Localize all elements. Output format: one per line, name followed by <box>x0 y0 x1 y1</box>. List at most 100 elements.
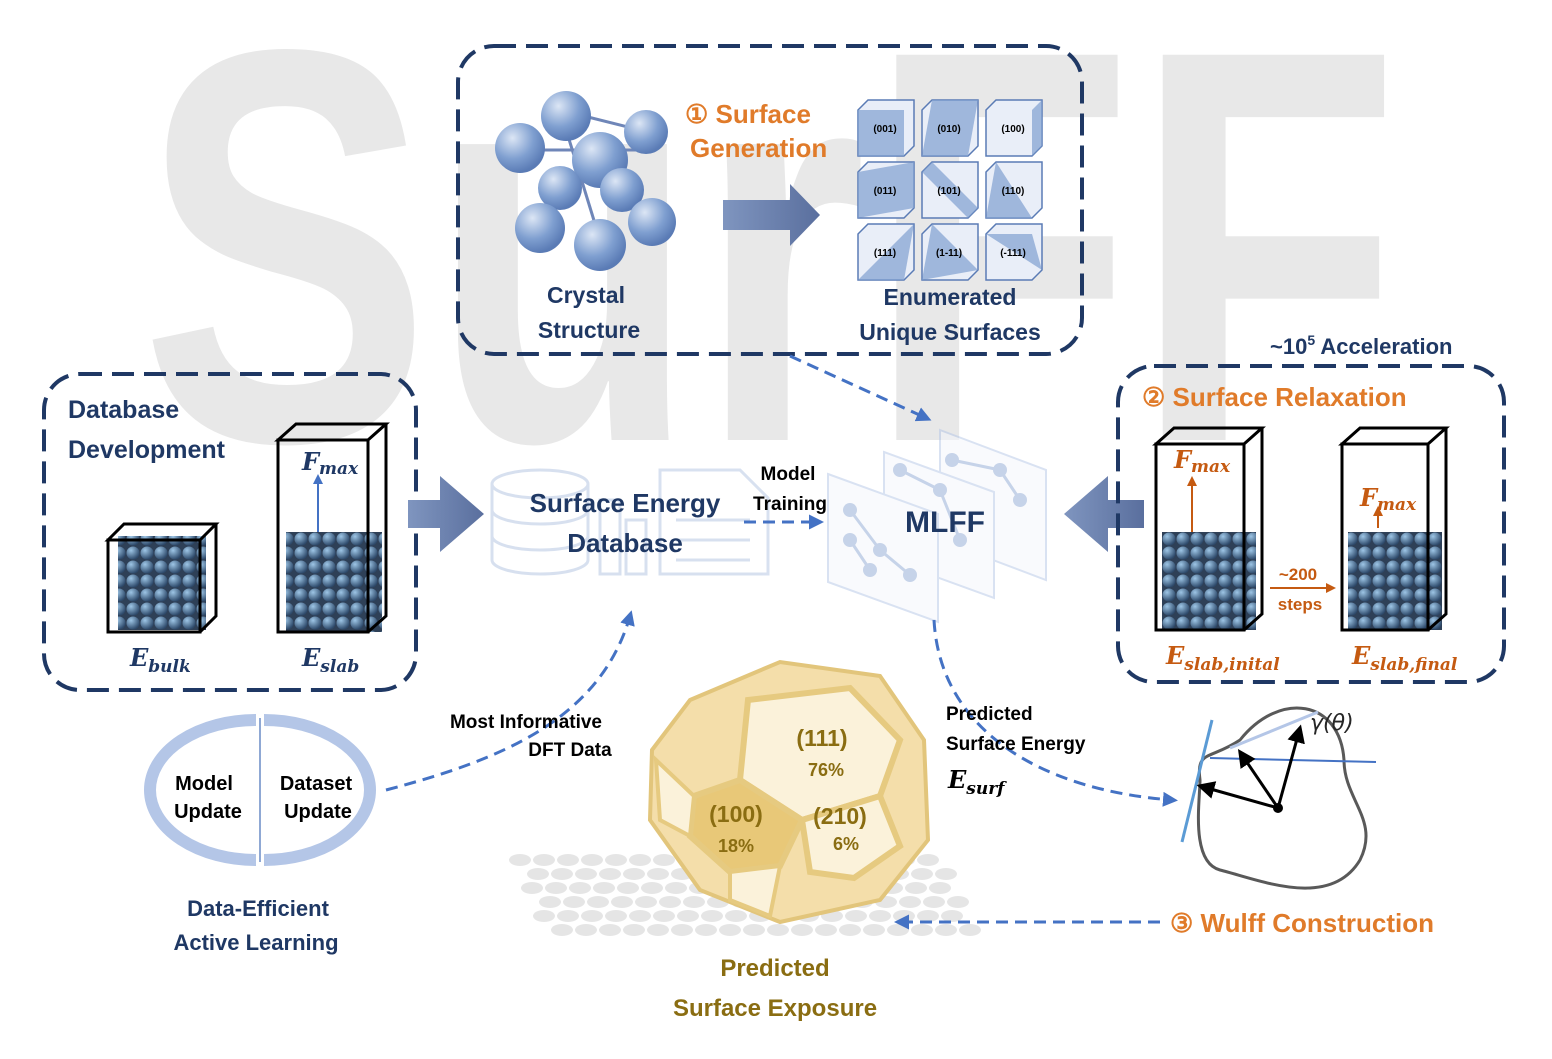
generation-to-mlff-arrow <box>789 354 932 422</box>
surface-cube: (001) <box>857 99 915 157</box>
substrate-atom <box>629 910 651 922</box>
substrate-atom <box>941 910 963 922</box>
substrate-atom <box>575 924 597 936</box>
final-slab-icon <box>1338 426 1450 632</box>
substrate-atom <box>815 924 837 936</box>
substrate-atom <box>575 868 597 880</box>
surface-generation-title-2: Generation <box>690 133 827 163</box>
substrate-atom <box>569 882 591 894</box>
substrate-atom <box>551 868 573 880</box>
facet-100-percent: 18% <box>718 836 754 856</box>
watermark-text: SurFF <box>140 0 1400 559</box>
database-development-title-2: Development <box>68 436 226 464</box>
mlff-network-icon <box>827 428 1047 624</box>
enumerated-label-1: Enumerated <box>884 284 1017 310</box>
crystal-structure-label-1: Crystal <box>547 282 625 308</box>
substrate-atom <box>911 924 933 936</box>
substrate-atom <box>935 924 957 936</box>
substrate-atom <box>887 924 909 936</box>
substrate-atom <box>653 854 675 866</box>
surface-cube: (-111) <box>985 223 1043 281</box>
active-learning-caption-2: Active Learning <box>173 930 338 955</box>
substrate-atom <box>683 896 705 908</box>
substrate-atom <box>605 910 627 922</box>
substrate-atom <box>635 896 657 908</box>
crystal-structure-icon <box>495 91 676 271</box>
substrate-atom <box>839 924 861 936</box>
miller-index-label: (100) <box>1001 124 1024 135</box>
substrate-atom <box>509 854 531 866</box>
e-surf-label: Esurf <box>947 765 1007 799</box>
surface-relaxation-panel: ② Surface Relaxation Fmax ~200 steps Fma… <box>1116 364 1506 684</box>
surface-cube: (100) <box>985 99 1043 157</box>
substrate-atom <box>581 854 603 866</box>
substrate-atom <box>947 896 969 908</box>
database-development-panel: Database Development Ebulk Fmax Eslab <box>42 372 418 692</box>
substrate-atom <box>539 896 561 908</box>
substrate-atom <box>593 882 615 894</box>
substrate-atom <box>665 882 687 894</box>
substrate-atom <box>557 910 579 922</box>
facet-111-percent: 76% <box>808 760 844 780</box>
substrate-atom <box>743 924 765 936</box>
substrate-atom <box>647 868 669 880</box>
relaxation-input-arrow <box>1064 476 1144 552</box>
database-label-1: Surface Energy <box>530 488 721 518</box>
substrate-atom <box>545 882 567 894</box>
fmax-label-db: Fmax <box>301 447 359 479</box>
substrate-atom <box>719 924 741 936</box>
e-slab-label: Eslab <box>301 643 359 677</box>
model-training-label-1: Model <box>761 464 816 485</box>
substrate-atom <box>767 924 789 936</box>
surface-cube: (110) <box>985 161 1043 219</box>
substrate-atom <box>641 882 663 894</box>
substrate-atom <box>725 910 747 922</box>
miller-index-label: (001) <box>873 124 896 135</box>
substrate-atom <box>605 854 627 866</box>
steps-label-1: ~200 <box>1279 565 1317 584</box>
facet-111-miller: (111) <box>796 725 847 751</box>
substrate-atom <box>659 896 681 908</box>
substrate-atom <box>929 882 951 894</box>
substrate-atom <box>563 896 585 908</box>
acceleration-label: ~105 Acceleration <box>1270 332 1452 359</box>
informative-label-2: DFT Data <box>528 740 612 761</box>
exposure-caption-1: Predicted <box>720 955 829 982</box>
surface-cube: (010) <box>921 99 979 157</box>
gamma-theta-label: γ(θ) <box>1310 711 1354 736</box>
substrate-atom <box>923 896 945 908</box>
predicted-energy-label-1: Predicted <box>946 704 1033 725</box>
substrate-atom <box>623 924 645 936</box>
surface-relaxation-title: ② Surface Relaxation <box>1142 382 1407 412</box>
dataset-update-label-2: Update <box>284 801 352 823</box>
e-bulk-label: Ebulk <box>129 643 191 677</box>
enumerated-label-2: Unique Surfaces <box>859 319 1041 345</box>
wulff-construction-title: ③ Wulff Construction <box>1170 908 1434 938</box>
miller-index-label: (011) <box>874 186 897 197</box>
substrate-atom <box>899 896 921 908</box>
active-learning-to-db-arrow <box>385 610 635 792</box>
substrate-atom <box>617 882 639 894</box>
substrate-atom <box>917 854 939 866</box>
substrate-atom <box>935 868 957 880</box>
substrate-atom <box>863 924 885 936</box>
fmax-label-final: Fmax <box>1359 483 1417 515</box>
substrate-atom <box>527 868 549 880</box>
substrate-atom <box>623 868 645 880</box>
surface-cube: (011) <box>857 161 915 219</box>
surface-cube: (101) <box>921 161 979 219</box>
substrate-atom <box>671 924 693 936</box>
model-training-label-2: Training <box>753 494 827 515</box>
substrate-atom <box>551 924 573 936</box>
miller-index-label: (1-11) <box>936 248 962 259</box>
facet-210-percent: 6% <box>833 834 859 854</box>
substrate-atom <box>905 882 927 894</box>
generation-arrow <box>723 184 820 246</box>
substrate-atom <box>629 854 651 866</box>
substrate-atom <box>917 910 939 922</box>
substrate-atom <box>557 854 579 866</box>
active-learning-cycle: Model Update Dataset Update <box>144 714 376 866</box>
facet-210-miller: (210) <box>813 803 867 829</box>
substrate-atom <box>611 896 633 908</box>
substrate-atom <box>599 868 621 880</box>
